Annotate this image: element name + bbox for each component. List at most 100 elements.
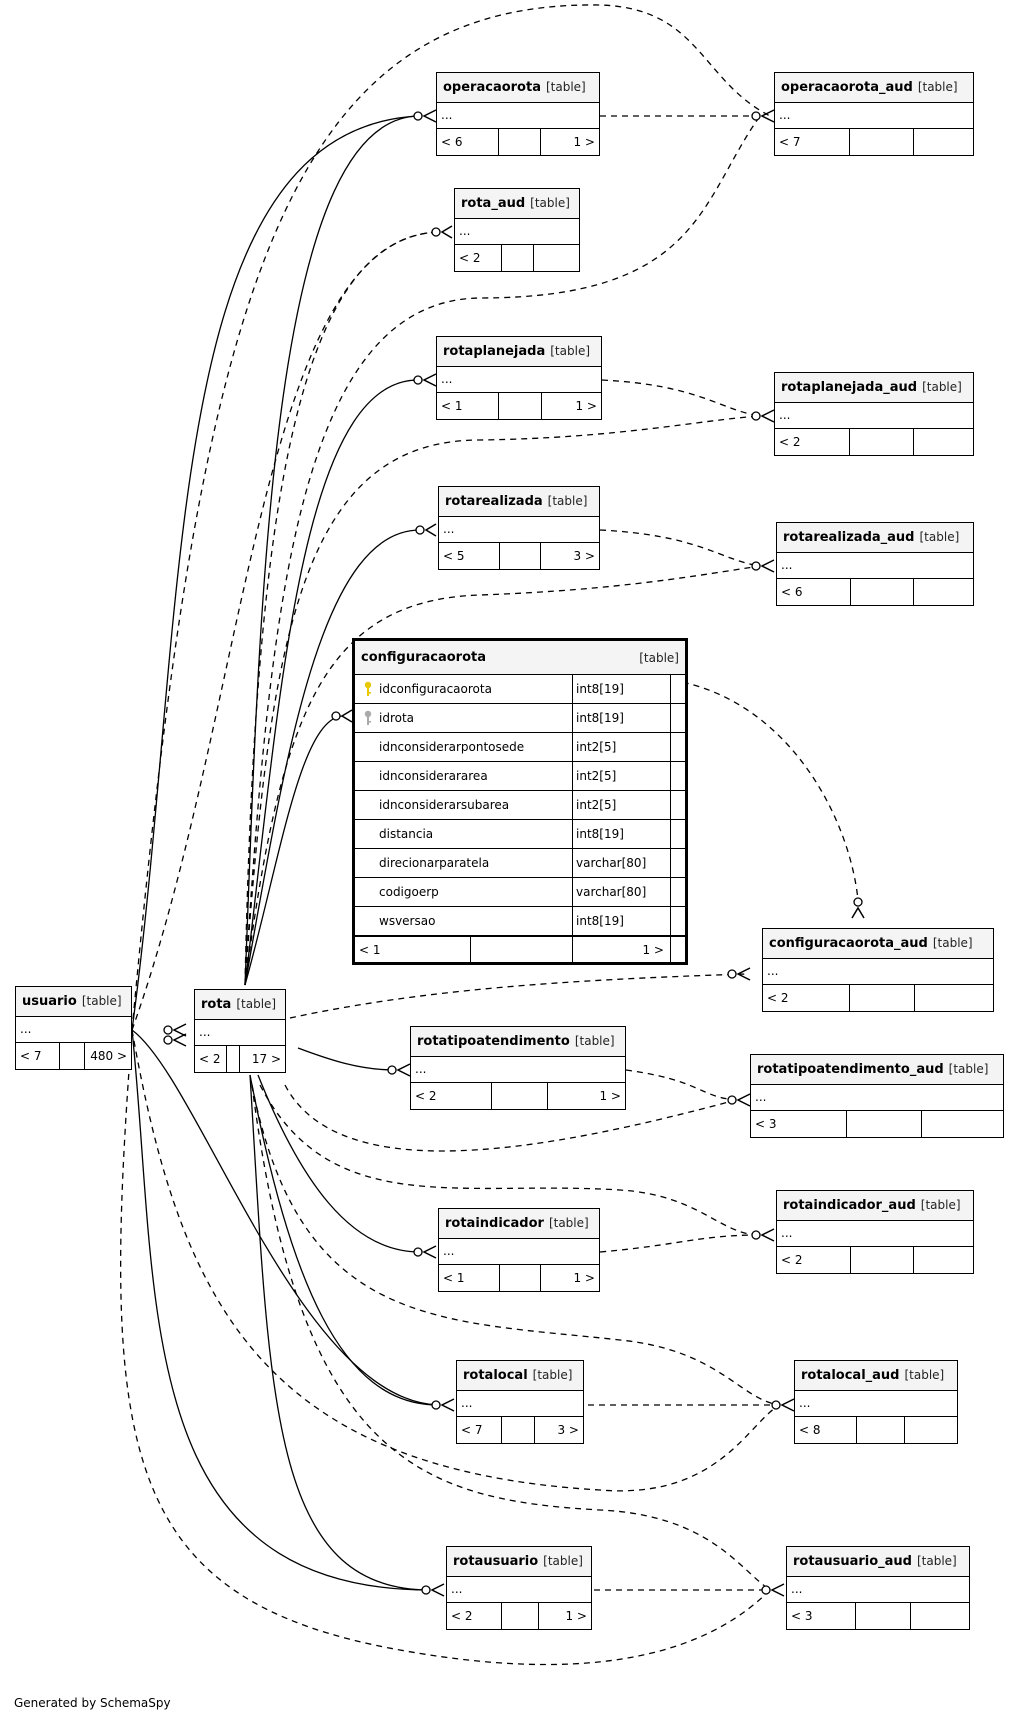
edge-rotaplanejada-rotaplanejada-aud	[601, 379, 761, 417]
parents-count[interactable]: < 7	[457, 1417, 503, 1443]
parents-count[interactable]: < 8	[795, 1417, 857, 1443]
edge-usuario-operacaorota	[131, 115, 419, 1031]
table-rotarealizada-aud[interactable]: rotarealizada_aud[table] ... < 6	[776, 522, 974, 606]
parents-count[interactable]: < 2	[777, 1247, 852, 1273]
edge-rotarealizada-rotarealizada-aud	[599, 529, 761, 567]
table-rotaplanejada-aud[interactable]: rotaplanejada_aud[table] ... < 2	[774, 372, 974, 456]
table-rotalocal-aud[interactable]: rotalocal_aud[table] ... < 8	[794, 1360, 958, 1444]
parents-count[interactable]: < 7	[775, 129, 851, 155]
table-body: ...	[439, 517, 599, 543]
column-type: int8[19]	[573, 820, 671, 848]
children-count[interactable]	[922, 1111, 1003, 1137]
table-name: operacaorota	[443, 80, 541, 95]
parents-count[interactable]: < 2	[195, 1046, 228, 1072]
children-count[interactable]: 1 >	[575, 399, 597, 413]
column-name: idnconsiderararea	[355, 762, 573, 790]
table-body: ...	[195, 1020, 285, 1046]
rows-count	[851, 579, 915, 605]
parents-count[interactable]: < 3	[787, 1603, 857, 1629]
table-type: [table]	[550, 344, 591, 358]
generated-by-footer: Generated by SchemaSpy	[14, 1696, 171, 1710]
edge-usuario-rotausuario	[131, 1029, 431, 1591]
parents-count[interactable]: < 1	[439, 1265, 500, 1291]
table-body: ...	[447, 1577, 591, 1603]
parents-count[interactable]: < 2	[447, 1603, 502, 1629]
column-name: wsversao	[355, 907, 573, 935]
table-configuracaorota-aud[interactable]: configuracaorota_aud[table] ... < 2	[762, 928, 994, 1012]
table-body: ...	[775, 103, 973, 129]
primary-key-icon	[364, 681, 372, 696]
children-count[interactable]: 1 >	[599, 1089, 621, 1103]
children-count[interactable]	[914, 429, 973, 455]
table-body: ...	[457, 1391, 583, 1417]
parents-count[interactable]: < 2	[775, 429, 851, 455]
table-name: usuario	[22, 994, 77, 1009]
table-name: rotalocal	[463, 1368, 528, 1383]
children-count[interactable]	[534, 245, 579, 271]
table-configuracaorota[interactable]: configuracaorota[table] idconfiguracaoro…	[352, 638, 688, 965]
children-count[interactable]	[914, 129, 973, 155]
table-name: rotaplanejada_aud	[781, 380, 918, 395]
rows-count	[499, 129, 541, 155]
children-count[interactable]	[905, 1417, 957, 1443]
children-count[interactable]	[914, 1247, 973, 1273]
table-rotaindicador-aud[interactable]: rotaindicador_aud[table] ... < 2	[776, 1190, 974, 1274]
table-body: ...	[16, 1017, 131, 1043]
edge-rota-operacaorota-aud	[244, 115, 761, 986]
table-operacaorota-aud[interactable]: operacaorota_aud[table] ... < 7	[774, 72, 974, 156]
table-body: ...	[439, 1239, 599, 1265]
table-rotausuario-aud[interactable]: rotausuario_aud[table] ... < 3	[786, 1546, 970, 1630]
column-name: idnconsiderarsubarea	[355, 791, 573, 819]
children-count[interactable]: 1 >	[573, 937, 671, 962]
edge-rota-rotalocal-aud-a	[251, 1084, 781, 1406]
children-count[interactable]	[911, 1603, 969, 1629]
parents-count[interactable]: < 1	[437, 393, 500, 419]
table-name: rotausuario_aud	[793, 1554, 912, 1569]
rows-count	[850, 985, 915, 1011]
children-count[interactable]: 17 >	[251, 1052, 281, 1066]
children-count[interactable]: 480 >	[90, 1049, 127, 1063]
parents-count[interactable]: < 5	[439, 543, 500, 569]
children-count[interactable]	[915, 985, 993, 1011]
parents-count[interactable]: < 7	[16, 1043, 60, 1069]
children-count[interactable]: 3 >	[557, 1423, 579, 1437]
parents-count[interactable]: < 2	[411, 1083, 493, 1109]
parents-count[interactable]: < 6	[777, 579, 852, 605]
table-body: ...	[795, 1391, 957, 1417]
parents-count[interactable]: < 6	[437, 129, 499, 155]
table-usuario[interactable]: usuario [table] ... < 7 480 >	[15, 986, 132, 1070]
children-count[interactable]: 3 >	[573, 549, 595, 563]
table-rota-aud[interactable]: rota_aud[table] ... < 2	[454, 188, 580, 272]
table-rotalocal[interactable]: rotalocal [table] ... < 7 3 >	[456, 1360, 584, 1444]
parents-count[interactable]: < 1	[355, 937, 471, 962]
table-type: [table]	[81, 994, 122, 1008]
children-count[interactable]: 1 >	[573, 1271, 595, 1285]
parents-count[interactable]: < 2	[455, 245, 503, 271]
children-count[interactable]: 1 >	[573, 135, 595, 149]
table-type: [table]	[922, 380, 962, 394]
parents-count[interactable]: < 3	[751, 1111, 847, 1137]
table-body: ...	[437, 103, 599, 129]
children-count[interactable]: 1 >	[565, 1609, 587, 1623]
parents-count[interactable]: < 2	[763, 985, 851, 1011]
table-rotatipoatendimento-aud[interactable]: rotatipoatendimento_aud[table] ... < 3	[750, 1054, 1004, 1138]
table-type: [table]	[532, 1368, 573, 1382]
children-count[interactable]	[914, 579, 973, 605]
table-name: rotarealizada_aud	[783, 530, 915, 545]
